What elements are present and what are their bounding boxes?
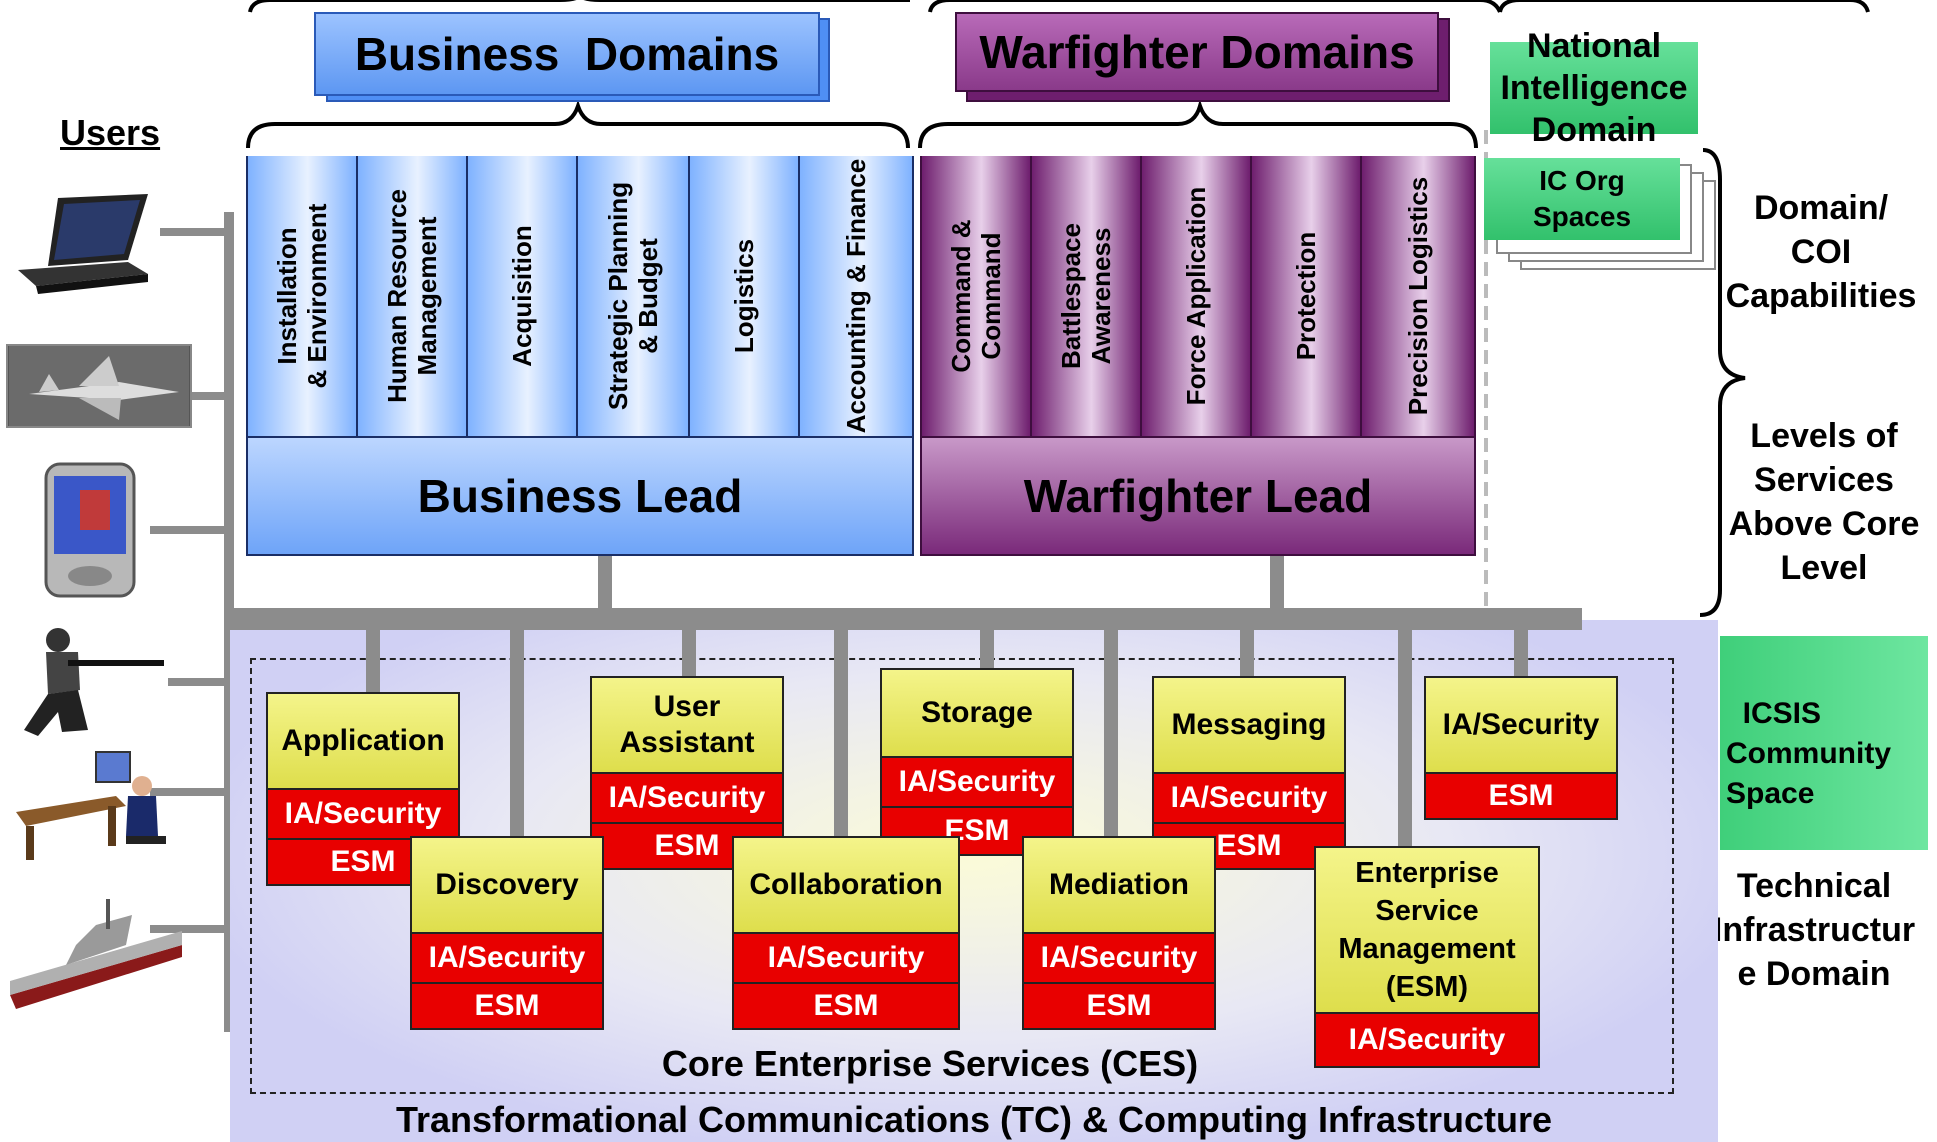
icsis-community-space: ICSIS Community Space <box>1720 636 1928 850</box>
business-column-label: Accounting & Finance <box>841 158 871 434</box>
warfighter-column-label: Command & Command <box>946 219 1006 373</box>
user-connector <box>150 526 230 534</box>
warfighter-domains-title: Warfighter Domains <box>979 26 1415 78</box>
user-connector <box>150 788 230 796</box>
business-column: Logistics <box>690 156 800 436</box>
warfighter-column: Precision Logistics <box>1362 156 1474 436</box>
esm-label: ESM <box>1426 774 1616 818</box>
ia-security-label: IA/Security <box>882 758 1072 808</box>
ia-security-label: IA/Security <box>1154 774 1344 824</box>
discovery-label: Discovery <box>412 838 602 934</box>
warfighter-column: Protection <box>1252 156 1362 436</box>
ces-dashed-frame <box>250 658 1674 1094</box>
soldier-icon <box>18 620 168 740</box>
icsis-label: ICSIS Community Space <box>1726 697 1891 810</box>
warfighter-column: Force Application <box>1142 156 1252 436</box>
warfighter-column-label: Force Application <box>1181 186 1211 406</box>
esm-label: ESM <box>1024 984 1214 1028</box>
users-title: Users <box>60 112 161 153</box>
user-connector <box>190 392 230 400</box>
business-bus-connector <box>598 556 612 610</box>
domain-coi-capabilities-label: Domain/ COI Capabilities <box>1725 189 1917 315</box>
business-column-label: Installation & Environment <box>272 203 332 389</box>
enterprise-service-management-label: Enterprise Service Management (ESM) <box>1316 848 1538 1014</box>
national-intelligence-title: National Intelligence Domain <box>1500 27 1688 149</box>
application-service: Application IA/Security ESM <box>266 692 460 886</box>
ia-security-label: IA/Security <box>734 934 958 984</box>
service-connector <box>366 628 380 694</box>
user-connector <box>168 678 230 686</box>
service-connector <box>980 628 994 668</box>
business-column-label: Acquisition <box>507 225 537 367</box>
service-connector <box>1104 628 1118 838</box>
business-lead-label: Business Lead <box>417 470 743 522</box>
storage-label: Storage <box>882 670 1072 758</box>
ic-org-spaces-card: IC Org Spaces <box>1484 158 1680 240</box>
technical-infrastructure-label: Technical Infrastructur e Domain <box>1712 867 1916 993</box>
application-label: Application <box>268 694 458 790</box>
service-connector <box>1514 628 1528 676</box>
national-intelligence-banner: National Intelligence Domain <box>1490 27 1698 149</box>
ia-security-service-label: IA/Security <box>1426 678 1616 774</box>
warfighter-domains-banner: Warfighter Domains <box>955 12 1439 92</box>
business-column-label: Human Resource Management <box>382 189 442 403</box>
esm-label: ESM <box>734 984 958 1028</box>
users-vertical-bus <box>224 212 234 1032</box>
business-column: Strategic Planning & Budget <box>578 156 690 436</box>
collaboration-service: Collaboration IA/Security ESM <box>732 836 960 1030</box>
mediation-service: Mediation IA/Security ESM <box>1022 836 1216 1030</box>
warfighter-column-label: Protection <box>1291 231 1321 361</box>
mediation-label: Mediation <box>1024 838 1214 934</box>
messaging-label: Messaging <box>1154 678 1344 774</box>
ia-security-service: IA/Security ESM <box>1424 676 1618 820</box>
warfighter-lead: Warfighter Lead <box>922 436 1474 554</box>
discovery-service: Discovery IA/Security ESM <box>410 836 604 1030</box>
ia-security-label: IA/Security <box>268 790 458 840</box>
ces-label: Core Enterprise Services (CES) <box>661 1043 1199 1084</box>
ia-security-label: IA/Security <box>412 934 602 984</box>
service-connector <box>834 628 848 838</box>
ia-security-label: IA/Security <box>592 774 782 824</box>
service-connector <box>1240 628 1254 676</box>
levels-of-services-label: Levels of Services Above Core Level <box>1728 417 1920 587</box>
business-lead: Business Lead <box>248 436 912 554</box>
warfighter-column: Battlespace Awareness <box>1032 156 1142 436</box>
esm-label: ESM <box>592 824 782 868</box>
storage-service: Storage IA/Security ESM <box>880 668 1074 856</box>
service-connector <box>510 628 524 838</box>
user-assistant-service: User Assistant IA/Security ESM <box>590 676 784 870</box>
business-column: Installation & Environment <box>248 156 358 436</box>
business-column-label: Logistics <box>729 238 759 354</box>
warfighter-column-label: Battlespace Awareness <box>1056 223 1116 369</box>
warfighter-column-label: Precision Logistics <box>1403 176 1433 416</box>
warfighter-lead-label: Warfighter Lead <box>1023 470 1373 522</box>
user-assistant-label: User Assistant <box>592 678 782 774</box>
business-column: Accounting & Finance <box>800 156 912 436</box>
ia-security-label: IA/Security <box>1316 1014 1538 1066</box>
ship-icon <box>6 895 186 1015</box>
business-column: Human Resource Management <box>358 156 468 436</box>
service-connector <box>682 628 696 676</box>
warfighter-column: Command & Command <box>922 156 1032 436</box>
enterprise-service-management-service: Enterprise Service Management (ESM) IA/S… <box>1314 846 1540 1068</box>
user-connector <box>160 228 230 236</box>
laptop-icon <box>8 190 158 300</box>
fighter-jet-icon <box>6 344 192 428</box>
business-domains-banner: Business Domains <box>314 12 820 96</box>
pda-icon <box>40 460 140 600</box>
user-connector <box>150 925 230 933</box>
business-column: Acquisition <box>468 156 578 436</box>
collaboration-label: Collaboration <box>734 838 958 934</box>
tc-label: Transformational Communications (TC) & C… <box>395 1099 1553 1140</box>
business-column-label: Strategic Planning & Budget <box>603 181 663 411</box>
ia-security-label: IA/Security <box>1024 934 1214 984</box>
business-domains-title: Business Domains <box>354 28 780 80</box>
core-bus <box>230 608 1582 630</box>
warfighter-bus-connector <box>1270 556 1284 610</box>
esm-label: ESM <box>412 984 602 1028</box>
ic-org-spaces-label: IC Org Spaces <box>1532 165 1632 232</box>
service-connector <box>1398 628 1412 848</box>
desk-operator-icon <box>16 746 166 866</box>
